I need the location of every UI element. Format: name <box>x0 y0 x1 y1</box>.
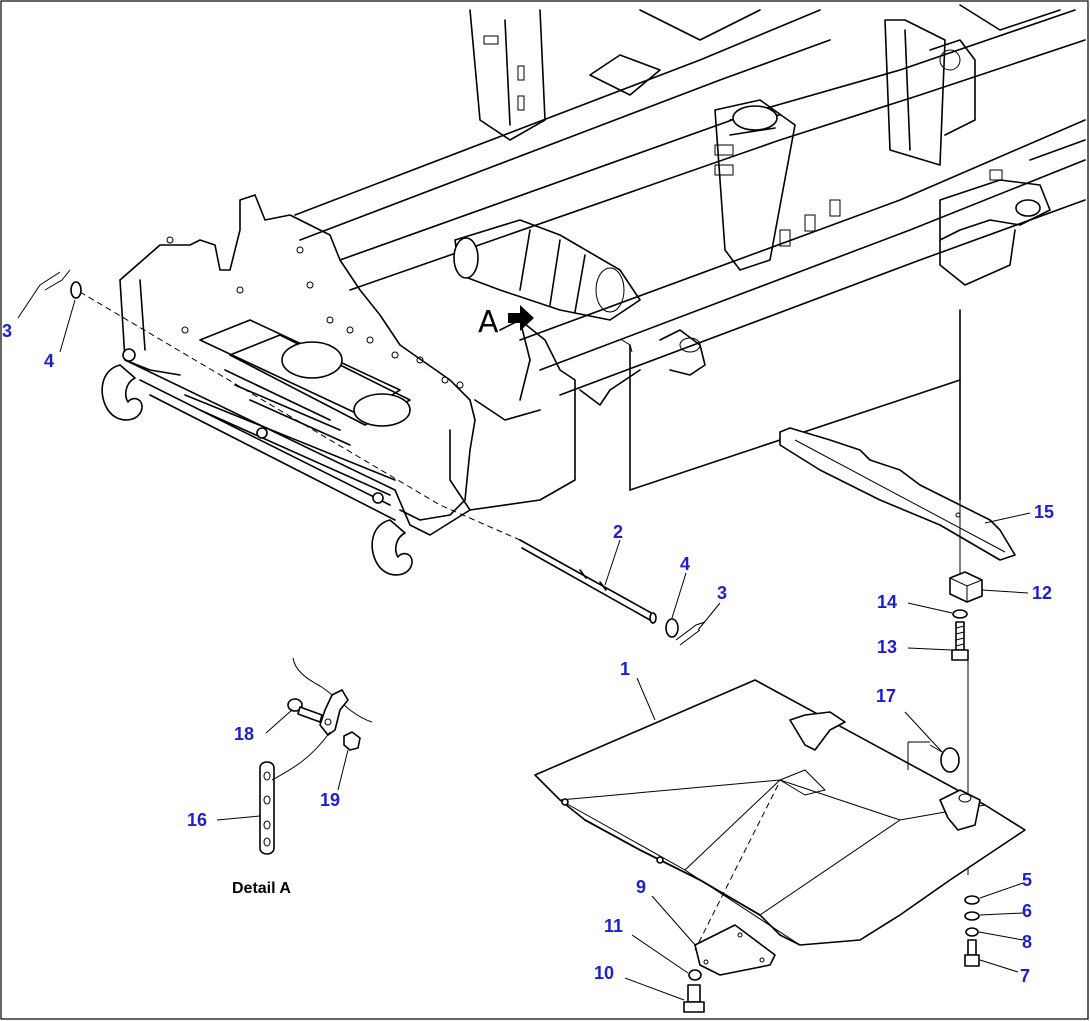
callout-7: 7 <box>1020 966 1030 986</box>
pin-assembly <box>39 269 706 646</box>
callout-13: 13 <box>877 637 897 657</box>
callout-19: 19 <box>320 790 340 810</box>
callout-10: 10 <box>594 963 614 983</box>
callout-6: 6 <box>1022 901 1032 921</box>
bolt-stack-right <box>964 895 980 967</box>
callout-3-left: 3 <box>2 321 12 341</box>
callout-4-left: 4 <box>44 351 54 371</box>
view-marker-label: A <box>478 305 499 340</box>
detail-a: Detail A <box>232 657 373 897</box>
callout-4-right: 4 <box>680 554 690 574</box>
callout-17: 17 <box>876 686 896 706</box>
rear-guard-assembly <box>779 427 1016 875</box>
machine-frame <box>101 4 1086 576</box>
view-marker-a: A <box>478 305 534 340</box>
callout-1: 1 <box>620 659 630 679</box>
callout-18: 18 <box>234 724 254 744</box>
leader-lines <box>17 284 1031 1001</box>
cover-plate-assembly <box>683 784 779 1013</box>
callout-11: 11 <box>604 916 623 936</box>
callout-9: 9 <box>636 877 646 897</box>
callout-15: 15 <box>1034 502 1054 522</box>
callout-labels: 3 4 2 4 3 15 12 14 13 1 17 18 19 16 9 11… <box>2 321 1054 986</box>
detail-caption: Detail A <box>232 880 291 897</box>
callout-2: 2 <box>613 522 623 542</box>
callout-3-right: 3 <box>717 583 727 603</box>
under-guard-plate <box>534 679 1026 946</box>
callout-16: 16 <box>187 810 207 830</box>
callout-8: 8 <box>1022 932 1032 952</box>
callout-12: 12 <box>1032 583 1052 603</box>
callout-14: 14 <box>877 592 897 612</box>
callout-5: 5 <box>1022 870 1032 890</box>
